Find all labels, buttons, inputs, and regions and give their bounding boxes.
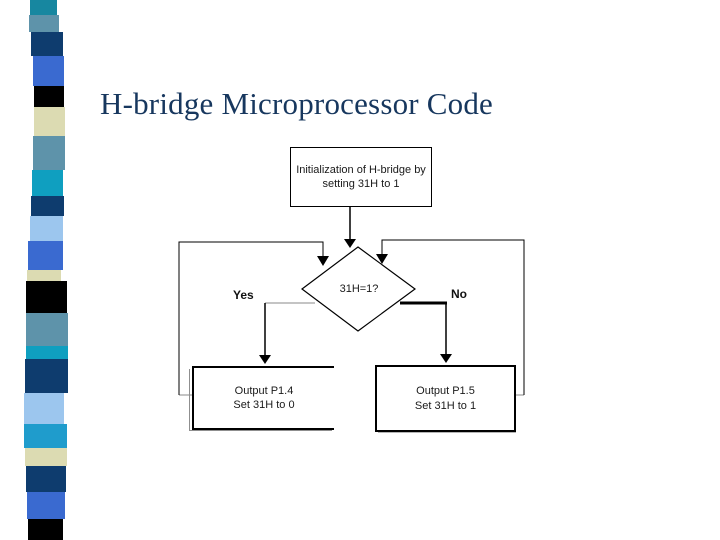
yes-box-line2: Set 31H to 0	[233, 399, 295, 411]
arrowhead-yes-branch	[259, 355, 271, 364]
no-box-line1: Output P1.5	[416, 385, 475, 398]
sidebar-segment	[33, 56, 64, 86]
arrowhead-left-loop	[317, 256, 329, 266]
no-label: No	[451, 287, 467, 301]
sidebar-segment	[30, 0, 57, 15]
slide-title: H-bridge Microprocessor Code	[100, 85, 493, 121]
left-loop-path	[178, 241, 324, 395]
sidebar-segment	[31, 196, 64, 216]
sidebar-ribbon	[0, 0, 90, 540]
sidebar-segment	[24, 424, 67, 448]
sidebar-segment	[24, 393, 64, 424]
sidebar-segment	[30, 216, 63, 241]
init-box-line2: setting 31H to 1	[322, 178, 400, 190]
sidebar-segment	[27, 492, 65, 519]
sidebar-segment	[34, 86, 64, 107]
sidebar-segment	[34, 107, 65, 136]
decision-label: 31H=1?	[339, 283, 379, 295]
sidebar-segment	[33, 136, 65, 170]
arrowhead-init-to-decision	[344, 239, 356, 248]
sidebar-segment	[25, 359, 68, 393]
sidebar-segment	[26, 281, 67, 313]
no-box-line2: Set 31H to 1	[414, 399, 477, 412]
arrowhead-no-branch	[440, 354, 452, 363]
sidebar-segment	[26, 466, 66, 492]
arrowhead-right-loop	[376, 254, 388, 264]
right-loop-path	[381, 239, 525, 395]
sidebar-segment	[28, 241, 63, 270]
yes-box: Output P1.4 Set 31H to 0	[192, 366, 334, 430]
sidebar-segment	[29, 15, 59, 32]
sidebar-segment	[26, 346, 68, 359]
yes-label: Yes	[233, 288, 254, 302]
init-box-line1: Initialization of H-bridge by	[296, 163, 426, 176]
init-box: Initialization of H-bridge by setting 31…	[290, 147, 432, 207]
sidebar-segment	[27, 270, 61, 281]
no-box: Output P1.5 Set 31H to 1	[375, 365, 516, 432]
yes-box-shadow	[189, 369, 332, 431]
yes-box-line1: Output P1.4	[234, 384, 294, 397]
sidebar-segment	[32, 170, 63, 196]
sidebar-segment	[28, 519, 63, 540]
decision-diamond	[301, 246, 417, 332]
sidebar-segment	[25, 448, 67, 466]
sidebar-segment	[26, 313, 68, 346]
sidebar-segment	[31, 32, 63, 56]
